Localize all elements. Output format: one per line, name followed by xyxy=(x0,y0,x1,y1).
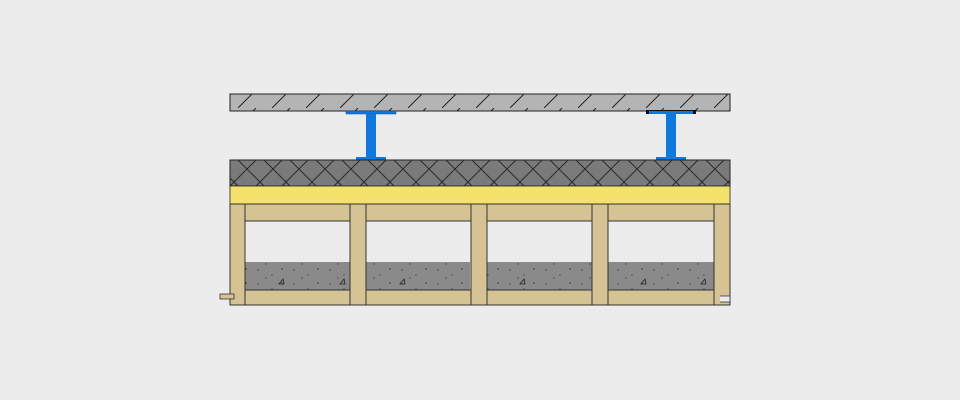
timber-frame xyxy=(219,203,731,306)
gravel-layer xyxy=(229,159,731,187)
fill-layer xyxy=(245,262,714,290)
support-left xyxy=(345,110,397,160)
slab-layer xyxy=(229,93,731,112)
support-right xyxy=(646,110,696,160)
insulation-layer xyxy=(229,185,731,205)
